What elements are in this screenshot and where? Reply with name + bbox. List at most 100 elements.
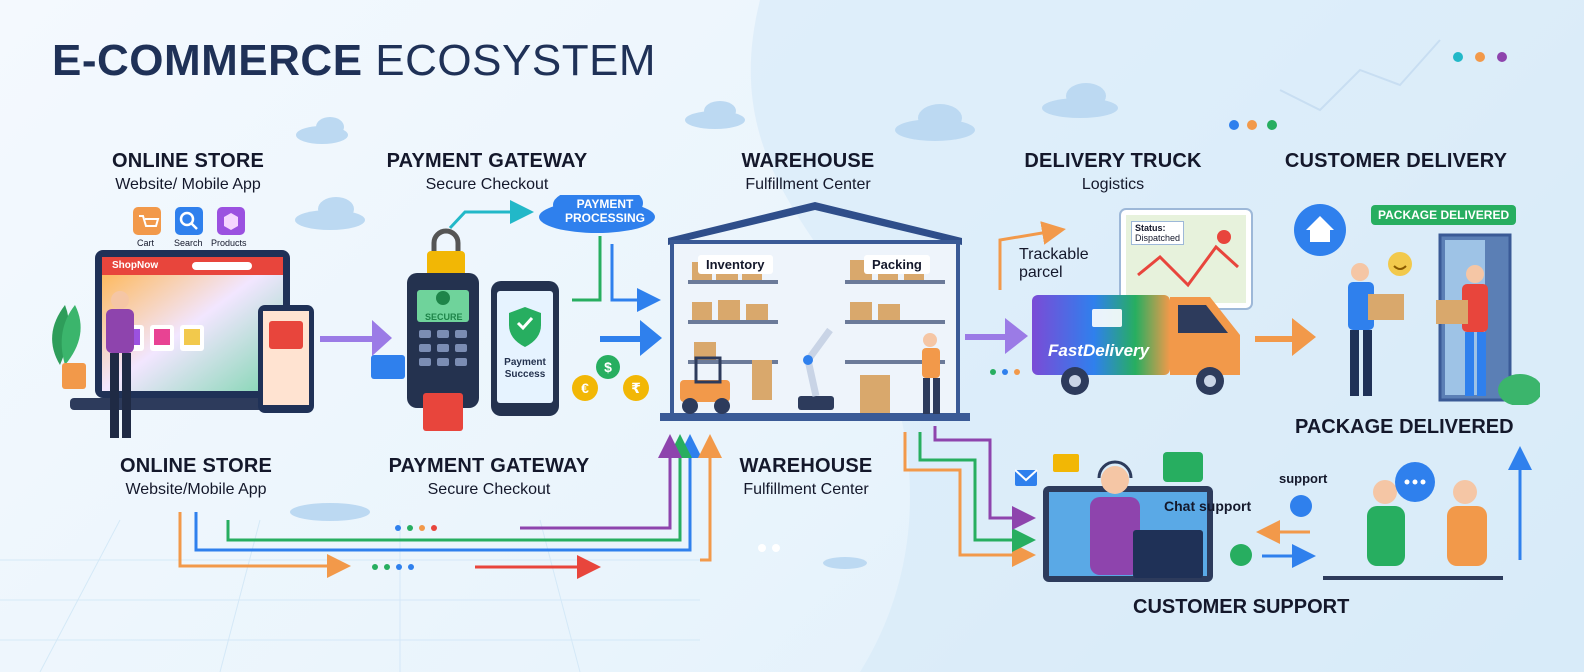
whatsapp-icon — [1230, 544, 1252, 566]
label-warehouse-top: WAREHOUSE Fulfillment Center — [742, 150, 875, 194]
stage-heading: PAYMENT GATEWAY — [386, 150, 588, 172]
support-agent-2-body — [1367, 506, 1405, 566]
forklift — [680, 356, 730, 414]
store-icon-label-search: Search — [174, 238, 203, 248]
shopper-body — [106, 309, 134, 353]
online-store-illustration — [40, 205, 330, 450]
label-customer-delivery-top: CUSTOMER DELIVERY — [1285, 150, 1507, 173]
customer-support-title: CUSTOMER SUPPORT — [1133, 596, 1350, 618]
smile-icon — [1388, 252, 1412, 276]
phone-line-1: Payment — [504, 357, 546, 368]
parcel-line-1: Trackable — [1019, 246, 1089, 263]
stage-heading: PAYMENT GATEWAY — [388, 455, 590, 477]
search-icon — [175, 207, 203, 235]
stage-sub: Logistics — [1081, 176, 1145, 193]
svg-text:€: € — [581, 380, 589, 396]
credit-card-red — [423, 393, 463, 431]
cloud-line-2: PROCESSING — [564, 211, 645, 225]
chat-icon — [1163, 452, 1203, 482]
lock-icon — [427, 228, 465, 279]
courier — [1348, 263, 1404, 396]
package-delivered-caption: PACKAGE DELIVERED — [1295, 416, 1514, 438]
stage-sub: Fulfillment Center — [743, 481, 869, 498]
recipient — [1436, 265, 1488, 396]
phone-line-2: Success — [504, 369, 546, 380]
credit-card-blue — [371, 355, 405, 379]
rupee-coin — [623, 375, 649, 401]
customer-support-illustration — [1014, 452, 1515, 587]
support-label: support — [1279, 471, 1328, 486]
stage-heading: WAREHOUSE — [739, 455, 873, 477]
agent-laptop — [1133, 530, 1203, 578]
stage-sub: Website/ Mobile App — [115, 176, 261, 193]
cloud-line-1: PAYMENT — [576, 197, 634, 211]
label-delivery-truck-top: DELIVERY TRUCK Logistics — [1024, 150, 1201, 194]
customer-delivery-illustration — [1290, 200, 1542, 406]
packing-shelf — [845, 260, 945, 413]
support-agent-2-head — [1373, 480, 1397, 504]
truck-brand: FastDelivery — [1048, 341, 1150, 360]
trackable-parcel-label: Trackable parcel — [1019, 246, 1089, 282]
status-line-2: Dispatched — [1135, 233, 1181, 243]
map-status-label: Status: Dispatched — [1131, 221, 1185, 245]
payment-cloud — [539, 187, 655, 233]
label-payment-gateway-bottom: PAYMENT GATEWAY Secure Checkout — [389, 455, 590, 499]
robot-arm — [798, 327, 834, 410]
customer-body — [1447, 506, 1487, 566]
label-online-store-top: ONLINE STORE Website/ Mobile App — [112, 150, 264, 194]
support-headset-icon — [1290, 495, 1312, 517]
agent-body — [1090, 497, 1140, 575]
payment-illustration: € $ ₹ — [365, 187, 665, 435]
shopper-head — [111, 291, 129, 309]
stage-heading: DELIVERY TRUCK — [1024, 150, 1202, 172]
floor-grid — [0, 519, 700, 672]
truck-cargo — [1032, 295, 1170, 375]
map-pin-icon — [1217, 230, 1231, 244]
mail-icon-yellow — [1053, 454, 1079, 472]
chat-support-label: Chat support — [1164, 498, 1252, 514]
cart-icon-glyph — [139, 215, 160, 227]
stage-heading: CUSTOMER DELIVERY — [1284, 150, 1508, 172]
store-brand: ShopNow — [112, 260, 159, 271]
payment-scene: € $ ₹ — [371, 187, 655, 431]
delivery-scene — [1294, 204, 1542, 406]
phone-payment-success: Payment Success — [497, 357, 553, 381]
map-route — [1137, 244, 1240, 288]
products-icon-glyph — [224, 213, 238, 230]
parcel-line-2: parcel — [1019, 264, 1063, 281]
warehouse-roof — [668, 202, 962, 245]
label-payment-gateway-top: PAYMENT GATEWAY Secure Checkout — [387, 150, 588, 194]
agent-head — [1101, 466, 1129, 494]
title-light: ECOSYSTEM — [375, 36, 657, 85]
payment-cloud-label: PAYMENT PROCESSING — [555, 197, 655, 225]
headset-icon — [1097, 460, 1133, 479]
warehouse-worker — [922, 333, 940, 414]
warehouse-scene — [660, 202, 970, 421]
store-icon-label-products: Products — [211, 238, 247, 248]
stage-sub: Secure Checkout — [427, 481, 551, 498]
svg-text:$: $ — [604, 359, 612, 375]
search-icon-glyph — [179, 211, 195, 227]
dollar-coin — [596, 355, 620, 379]
svg-text:₹: ₹ — [631, 380, 641, 396]
stage-sub: Secure Checkout — [425, 176, 549, 193]
store-icon-label-cart: Cart — [137, 238, 155, 248]
warehouse-illustration — [660, 200, 970, 422]
status-line-1: Status: — [1135, 223, 1166, 233]
label-warehouse-bottom: WAREHOUSE Fulfillment Center — [740, 455, 873, 499]
warehouse-packing-label: Packing — [864, 255, 930, 274]
truck-logo-icon — [1092, 309, 1122, 327]
stage-heading: WAREHOUSE — [741, 150, 875, 172]
support-scene — [1014, 452, 1503, 582]
stage-heading: ONLINE STORE — [111, 150, 265, 172]
store-icons — [133, 207, 245, 235]
customer-head — [1453, 480, 1477, 504]
bush — [1498, 374, 1542, 406]
trend-line — [1279, 39, 1441, 112]
check-icon — [436, 291, 450, 305]
label-online-store-bottom: ONLINE STORE Website/Mobile App — [120, 455, 272, 499]
stage-sub: Fulfillment Center — [745, 176, 871, 193]
stage-sub: Website/Mobile App — [125, 481, 267, 498]
store-scene — [52, 207, 314, 438]
cart-icon — [133, 207, 161, 235]
